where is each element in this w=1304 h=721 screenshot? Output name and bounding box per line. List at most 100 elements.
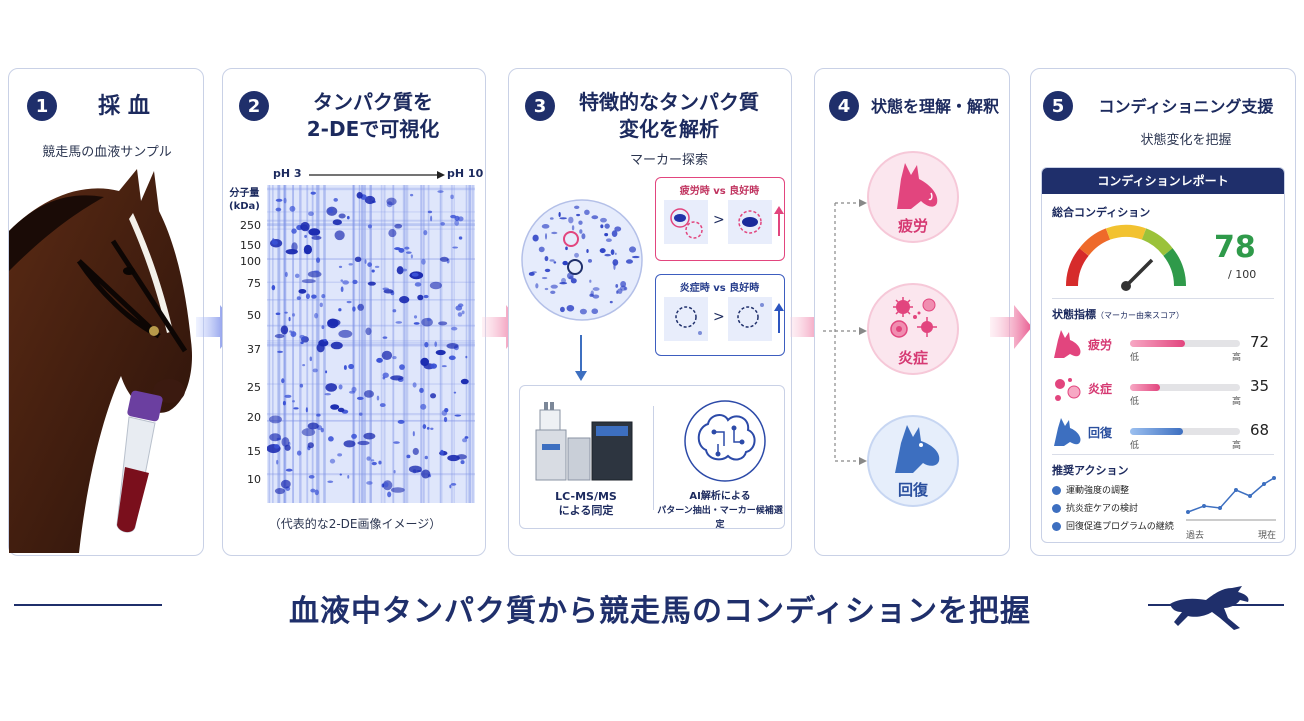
step-5-panel: 5 コンディショニング支援 状態変化を把握 コンディションレポート 総合コンディ…	[1030, 68, 1296, 556]
step-5-subtitle: 状態変化を把握	[1140, 133, 1232, 148]
lcms-label: LC-MS/MS による同定	[524, 490, 648, 518]
flow-arrow-4	[990, 305, 1032, 349]
2de-gel-image	[267, 185, 475, 503]
step-2-panel: 2 タンパク質を 2-DEで可視化 pH 3 pH 10 分子量 (kDa) （…	[222, 68, 486, 556]
fatigue-spot-after	[728, 200, 772, 244]
report-header: コンディションレポート	[1042, 168, 1284, 194]
indicators-label-text: 状態指標	[1052, 308, 1096, 321]
overall-score: 78	[1214, 230, 1256, 265]
inflammation-compare-box: 炎症時 vs 良好時 >	[655, 274, 785, 356]
state-recovery-label: 回復	[897, 481, 928, 499]
state-inflammation: 炎症	[867, 283, 959, 375]
mw-tick-label: 25	[247, 381, 261, 394]
state-connector	[823, 199, 867, 465]
ph-end-label: pH 10	[447, 167, 484, 180]
report-divider	[1052, 454, 1274, 455]
indicator-high-label: 高	[1232, 397, 1242, 407]
mw-axis-label: 分子量 (kDa)	[229, 187, 260, 213]
tagline-line-left	[14, 604, 162, 606]
overall-condition-label: 総合コンディション	[1052, 206, 1151, 219]
overall-score-max: / 100	[1228, 268, 1257, 281]
action-list: 運動強度の調整 抗炎症ケアの検討 回復促進プログラムの継続	[1052, 482, 1174, 536]
indicator-bar-fill	[1130, 384, 1160, 391]
step-1-title: 採 血	[98, 94, 150, 119]
analysis-box: LC-MS/MS による同定 AI解析による パターン抽出・マーカー候補選定	[519, 385, 785, 532]
indicator-low-label: 低	[1130, 441, 1140, 451]
step-2-title-line1: タンパク質を	[313, 90, 433, 114]
ph-start-label: pH 3	[273, 167, 302, 180]
step-3-number: 3	[525, 91, 555, 121]
inflammation-compare-label: 炎症時 vs 良好時	[679, 283, 760, 294]
indicator-bar	[1130, 384, 1240, 391]
action-title: 推奨アクション	[1052, 464, 1129, 477]
inflammation-icon	[1055, 378, 1081, 401]
indicator-high-label: 高	[1232, 353, 1242, 363]
down-arrow-icon	[575, 335, 587, 381]
inflammation-spot-before	[664, 297, 708, 341]
indicator-low-label: 低	[1130, 397, 1140, 407]
up-arrow-icon	[774, 303, 784, 333]
state-fatigue: 疲労	[867, 151, 959, 243]
step-5-number: 5	[1043, 91, 1073, 121]
horse-photo	[9, 169, 193, 553]
lcms-instrument-icon	[535, 402, 633, 481]
indicator-name: 炎症	[1088, 382, 1113, 396]
healthy-horse-icon	[895, 425, 940, 473]
mw-tick-label: 15	[247, 445, 261, 458]
trend-past-label: 過去	[1186, 531, 1205, 541]
ph-gradient-arrow	[309, 171, 445, 179]
indicator-bar-fill	[1130, 340, 1185, 347]
fatigue-horse-icon	[1054, 330, 1081, 358]
step-1-number: 1	[27, 91, 57, 121]
tired-horse-icon	[897, 163, 938, 209]
mw-tick-label: 100	[240, 255, 261, 268]
ai-label-line1: AI解析による	[689, 491, 751, 502]
ai-label: AI解析による パターン抽出・マーカー候補選定	[656, 490, 784, 532]
fatigue-compare-label: 疲労時 vs 良好時	[679, 186, 760, 197]
fatigue-spot-before	[664, 200, 708, 244]
fatigue-compare-box: 疲労時 vs 良好時 >	[655, 177, 785, 261]
check-icon	[1052, 504, 1061, 513]
state-recovery: 回復	[867, 415, 959, 507]
indicator-bar-fill	[1130, 428, 1183, 435]
indicator-value: 72	[1250, 333, 1270, 351]
step-2-number: 2	[239, 91, 269, 121]
step-4-title: 状態を理解・解釈	[870, 97, 999, 116]
step-1-panel: 1 採 血 競走馬の血液サンプル	[8, 68, 204, 556]
up-arrow-icon	[774, 206, 784, 236]
action-item: 回復促進プログラムの継続	[1052, 518, 1174, 536]
inflammation-spot-after	[728, 297, 772, 341]
step-5-title: コンディショニング支援	[1098, 97, 1274, 116]
action-item-text: 回復促進プログラムの継続	[1066, 522, 1174, 532]
trend-chart	[1186, 476, 1276, 521]
state-fatigue-label: 疲労	[897, 217, 928, 235]
gt-symbol-1: >	[713, 212, 725, 228]
indicator-value: 68	[1250, 421, 1270, 439]
tagline: 血液中タンパク質から競走馬のコンディションを把握	[289, 594, 1031, 629]
mw-tick-label: 50	[247, 309, 261, 322]
mw-tick-label: 10	[247, 473, 261, 486]
ai-brain-icon	[684, 400, 766, 482]
state-inflammation-label: 炎症	[897, 349, 928, 367]
marker-spot-zoom	[521, 199, 643, 321]
mw-axis-label-line2: (kDa)	[229, 201, 260, 212]
mw-axis-label-line1: 分子量	[229, 188, 260, 199]
mw-tick-label: 20	[247, 411, 261, 424]
blood-tube	[116, 390, 163, 533]
indicators-label: 状態指標（マーカー由来スコア）	[1052, 306, 1184, 322]
indicators-note: （マーカー由来スコア）	[1096, 311, 1184, 320]
report-divider	[1052, 298, 1274, 299]
inflammation-cells-icon	[890, 297, 937, 338]
mw-tick-label: 250	[240, 219, 261, 232]
lcms-label-line1: LC-MS/MS	[555, 490, 617, 503]
running-horse-icon	[1170, 586, 1249, 630]
action-item: 抗炎症ケアの検討	[1052, 500, 1174, 518]
indicator-value: 35	[1250, 377, 1270, 395]
gt-symbol-2: >	[713, 309, 725, 325]
step-3-panel: 3 特徴的なタンパク質 変化を解析 マーカー探索 疲労時 vs 良好時 > 炎症…	[508, 68, 792, 556]
trend-now-label: 現在	[1258, 531, 1277, 541]
indicator-name: 疲労	[1088, 338, 1113, 352]
check-icon	[1052, 522, 1061, 531]
indicator-high-label: 高	[1232, 441, 1242, 451]
step-3-subtitle: マーカー探索	[629, 153, 708, 168]
